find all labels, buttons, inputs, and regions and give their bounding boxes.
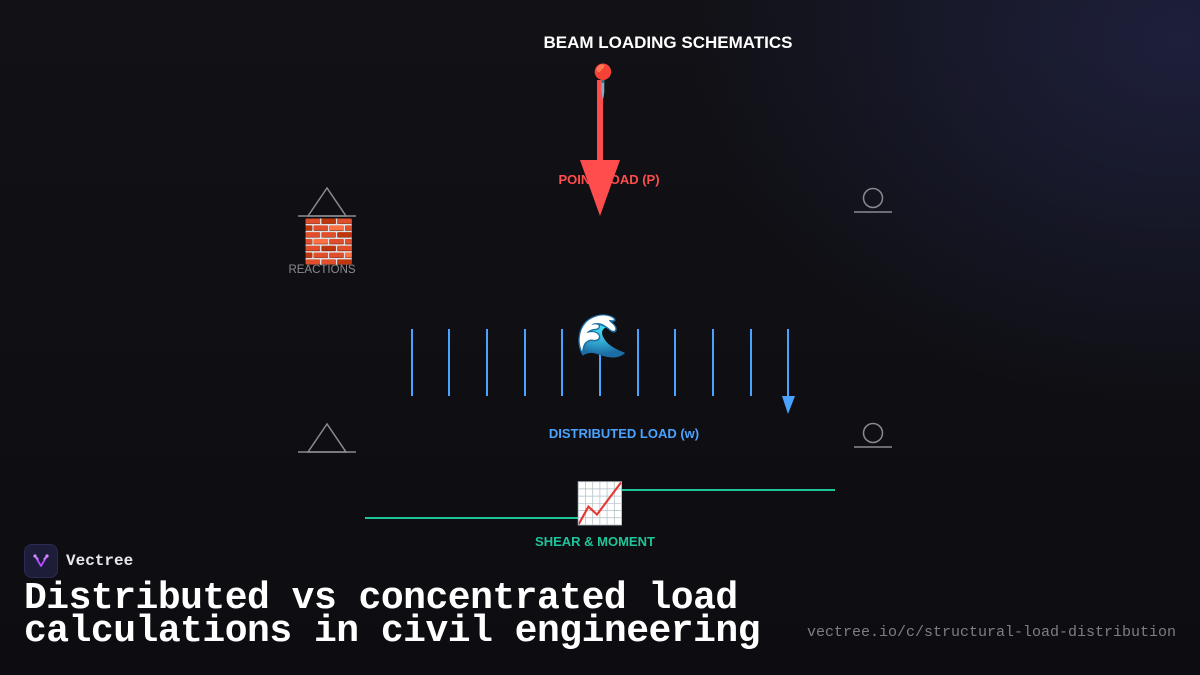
page-headline: Distributed vs concentrated load calcula…: [24, 577, 761, 653]
lower-pin-support: [298, 422, 356, 453]
water-wave-icon: 🌊: [576, 311, 628, 360]
lower-roller-support: [854, 422, 892, 448]
diagram-title: BEAM LOADING SCHEMATICS: [543, 33, 792, 52]
chart-increasing-icon: 📈: [575, 480, 625, 527]
brand: Vectree: [24, 544, 133, 578]
brick-icon: 🧱: [303, 217, 355, 266]
upper-roller-support: [854, 187, 892, 213]
vectree-logo-icon: [24, 544, 58, 578]
shear-moment-label: SHEAR & MOMENT: [535, 534, 655, 549]
reactions-label: REACTIONS: [288, 264, 355, 276]
distributed-load-arrowhead: [782, 396, 795, 414]
point-load-arrowhead: [580, 160, 620, 216]
shear-diagram-lines: [365, 489, 835, 519]
distributed-load-label: DISTRIBUTED LOAD (w): [549, 426, 699, 441]
upper-pin-support: [298, 186, 356, 217]
distributed-load-arrows: [411, 329, 789, 398]
source-url[interactable]: vectree.io/c/structural-load-distributio…: [806, 624, 1176, 641]
pushpin-icon: 📍: [583, 62, 623, 100]
brand-name: Vectree: [66, 552, 134, 570]
